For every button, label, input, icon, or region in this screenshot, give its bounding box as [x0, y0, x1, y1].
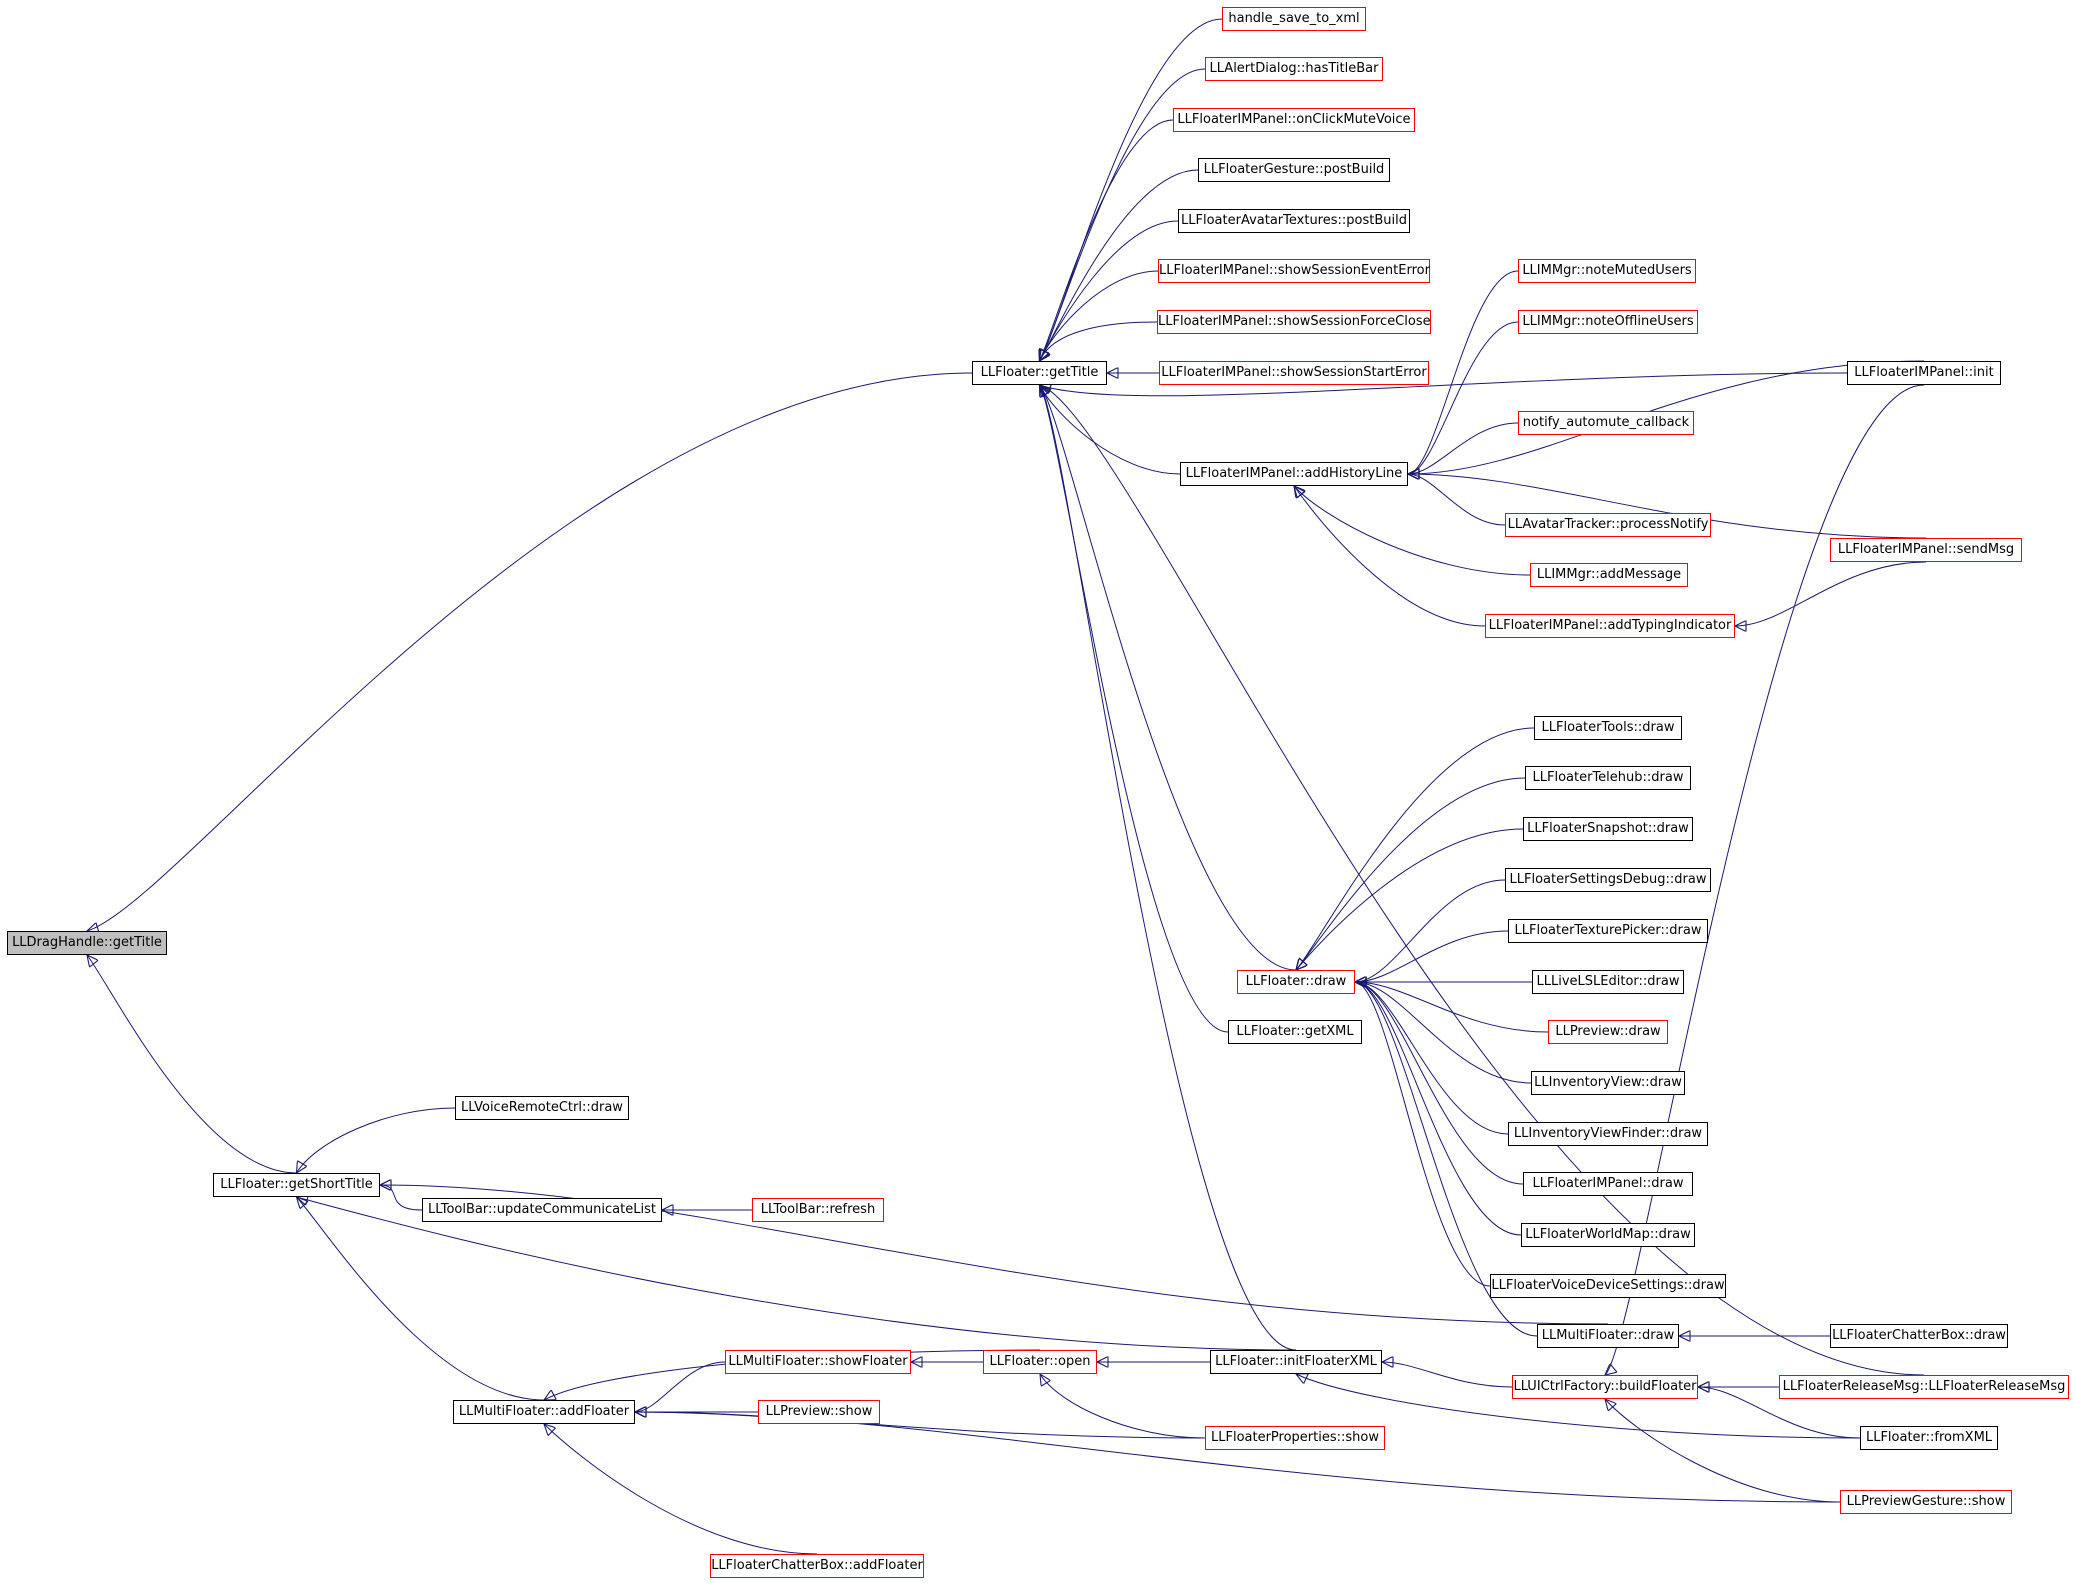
edge-releaseMsgCtor-to-getTitle: [1040, 385, 1925, 1376]
node-init-floater-x-m-l[interactable]: LLFloater::initFloaterXML: [1210, 1350, 1382, 1374]
edge-worldMapDraw-to-floaterDraw: [1355, 982, 1522, 1236]
edge-notifyAutomute-to-imAddHistoryLine: [1408, 422, 1519, 474]
edge-imMgrAddMessage-to-imAddHistoryLine: [1294, 486, 1531, 576]
node-build-floater[interactable]: LLUICtrlFactory::buildFloater: [1512, 1375, 1698, 1399]
edge-imShowSessionForceClose-to-getTitle: [1040, 321, 1158, 361]
node-handle-save-to-xml[interactable]: handle_save_to_xml: [1222, 7, 1366, 31]
edge-previewGestureShow-to-buildFloater: [1605, 1399, 1841, 1503]
edge-inventoryViewDraw-to-floaterDraw: [1355, 982, 1532, 1084]
node-floater-draw[interactable]: LLFloater::draw: [1237, 970, 1355, 994]
node-root[interactable]: LLDragHandle::getTitle: [7, 931, 167, 955]
node-tool-bar-refresh[interactable]: LLToolBar::refresh: [752, 1198, 884, 1222]
node-settings-debug-draw[interactable]: LLFloaterSettingsDebug::draw: [1505, 868, 1711, 892]
edge-chatterBoxAddFloater-to-multiAddFloater: [544, 1424, 818, 1555]
node-texture-picker-draw[interactable]: LLFloaterTexturePicker::draw: [1508, 919, 1708, 943]
node-im-mgr-add-message[interactable]: LLIMMgr::addMessage: [1530, 563, 1688, 587]
edge-buildFloater-to-initFloaterXML: [1382, 1362, 1513, 1388]
edge-imSendMsg-to-imAddTypingIndicator: [1735, 561, 1927, 626]
edge-imInit-to-getTitle: [1040, 372, 1848, 397]
edge-inventoryFinderDraw-to-floaterDraw: [1355, 982, 1509, 1135]
node-avatar-textures-post-build[interactable]: LLFloaterAvatarTextures::postBuild: [1178, 209, 1410, 233]
node-multi-show-floater[interactable]: LLMultiFloater::showFloater: [725, 1350, 911, 1374]
edge-snapshotDraw-to-floaterDraw: [1296, 828, 1524, 970]
node-live-l-s-l-draw[interactable]: LLLiveLSLEditor::draw: [1532, 970, 1684, 994]
edge-voiceRemoteDraw-to-getShortTitle: [297, 1107, 456, 1173]
edge-multiFloaterDraw-to-floaterDraw: [1355, 982, 1538, 1337]
edge-toolBarUpdate-to-getShortTitle: [380, 1185, 423, 1211]
node-get-short-title[interactable]: LLFloater::getShortTitle: [213, 1173, 380, 1197]
node-preview-draw[interactable]: LLPreview::draw: [1548, 1020, 1668, 1044]
node-chatter-box-draw[interactable]: LLFloaterChatterBox::draw: [1830, 1324, 2008, 1348]
edge-telehubDraw-to-floaterDraw: [1296, 777, 1526, 970]
edge-propertiesShow-to-floaterOpen: [1040, 1374, 1206, 1439]
node-im-show-session-force-close[interactable]: LLFloaterIMPanel::showSessionForceClose: [1157, 310, 1431, 334]
node-im-on-click-mute-voice[interactable]: LLFloaterIMPanel::onClickMuteVoice: [1173, 108, 1415, 132]
node-preview-gesture-show[interactable]: LLPreviewGesture::show: [1840, 1490, 2012, 1514]
edge-imPanelDraw-to-floaterDraw: [1355, 982, 1524, 1185]
edge-multiAddFloater-to-getShortTitle: [297, 1197, 545, 1401]
edge-floaterDraw-to-getTitle: [1040, 385, 1297, 971]
node-world-map-draw[interactable]: LLFloaterWorldMap::draw: [1521, 1223, 1695, 1247]
edge-imSendMsg-to-imAddHistoryLine: [1408, 474, 1927, 539]
edge-imOnClickMuteVoice-to-getTitle: [1040, 119, 1174, 361]
edge-texturePickerDraw-to-floaterDraw: [1355, 930, 1509, 982]
node-im-send-msg[interactable]: LLFloaterIMPanel::sendMsg: [1830, 538, 2022, 562]
edge-multiFloaterDraw-to-getShortTitle: [380, 1185, 1609, 1325]
edge-noteOfflineUsers-to-imAddHistoryLine: [1408, 321, 1519, 474]
edge-settingsDebugDraw-to-floaterDraw: [1355, 879, 1506, 982]
edge-imAddTypingIndicator-to-imAddHistoryLine: [1294, 486, 1486, 627]
node-notify-automute[interactable]: notify_automute_callback: [1518, 411, 1694, 435]
edge-getXML-to-getTitle: [1040, 385, 1229, 1033]
node-from-x-m-l[interactable]: LLFloater::fromXML: [1860, 1426, 1998, 1450]
node-snapshot-draw[interactable]: LLFloaterSnapshot::draw: [1523, 817, 1693, 841]
node-multi-floater-draw[interactable]: LLMultiFloater::draw: [1537, 1324, 1679, 1348]
node-note-offline-users[interactable]: LLIMMgr::noteOfflineUsers: [1518, 310, 1698, 334]
edge-initFloaterXML-to-getShortTitle: [297, 1197, 1297, 1351]
node-avatar-process-notify[interactable]: LLAvatarTracker::processNotify: [1505, 513, 1711, 537]
node-im-init[interactable]: LLFloaterIMPanel::init: [1847, 361, 2001, 385]
node-im-show-session-event-error[interactable]: LLFloaterIMPanel::showSessionEventError: [1158, 259, 1430, 283]
node-get-x-m-l[interactable]: LLFloater::getXML: [1228, 1020, 1362, 1044]
node-alert-has-title-bar[interactable]: LLAlertDialog::hasTitleBar: [1205, 57, 1383, 81]
node-preview-show[interactable]: LLPreview::show: [758, 1400, 880, 1424]
node-im-add-history-line[interactable]: LLFloaterIMPanel::addHistoryLine: [1180, 462, 1408, 486]
edge-imInit-to-buildFloater: [1605, 384, 1925, 1375]
node-voice-device-draw[interactable]: LLFloaterVoiceDeviceSettings::draw: [1490, 1274, 1726, 1298]
edge-fromXML-to-buildFloater: [1698, 1387, 1861, 1439]
node-im-show-session-start-error[interactable]: LLFloaterIMPanel::showSessionStartError: [1159, 361, 1429, 385]
edge-toolsDraw-to-floaterDraw: [1296, 727, 1535, 970]
edge-noteMutedUsers-to-imAddHistoryLine: [1408, 270, 1519, 474]
node-note-muted-users[interactable]: LLIMMgr::noteMutedUsers: [1518, 259, 1696, 283]
edge-getShortTitle-to-root: [87, 955, 297, 1174]
node-inventory-view-draw[interactable]: LLInventoryView::draw: [1531, 1071, 1685, 1095]
node-floater-open[interactable]: LLFloater::open: [983, 1350, 1097, 1374]
node-im-add-typing-indicator[interactable]: LLFloaterIMPanel::addTypingIndicator: [1485, 614, 1735, 638]
edge-previewDraw-to-floaterDraw: [1355, 982, 1549, 1033]
node-im-panel-draw[interactable]: LLFloaterIMPanel::draw: [1523, 1172, 1693, 1196]
edge-getTitle-to-root: [87, 372, 973, 931]
edge-voiceDeviceDraw-to-floaterDraw: [1355, 982, 1491, 1287]
edge-propertiesShow-to-multiAddFloater: [635, 1412, 1206, 1439]
node-chatter-box-add-floater[interactable]: LLFloaterChatterBox::addFloater: [710, 1554, 924, 1578]
edge-imAddHistoryLine-to-getTitle: [1040, 385, 1181, 475]
edge-initFloaterXML-to-getTitle: [1040, 385, 1297, 1351]
edge-fromXML-to-initFloaterXML: [1296, 1374, 1861, 1439]
node-multi-add-floater[interactable]: LLMultiFloater::addFloater: [453, 1400, 635, 1424]
edge-avatarProcessNotify-to-imAddHistoryLine: [1408, 474, 1506, 526]
node-properties-show[interactable]: LLFloaterProperties::show: [1205, 1426, 1385, 1450]
node-tools-draw[interactable]: LLFloaterTools::draw: [1534, 716, 1682, 740]
node-gesture-post-build[interactable]: LLFloaterGesture::postBuild: [1198, 158, 1390, 182]
node-get-title[interactable]: LLFloater::getTitle: [972, 361, 1107, 385]
node-tool-bar-update[interactable]: LLToolBar::updateCommunicateList: [422, 1198, 662, 1222]
node-release-msg-ctor[interactable]: LLFloaterReleaseMsg::LLFloaterReleaseMsg: [1779, 1375, 2069, 1399]
node-voice-remote-draw[interactable]: LLVoiceRemoteCtrl::draw: [455, 1096, 629, 1120]
node-telehub-draw[interactable]: LLFloaterTelehub::draw: [1525, 766, 1691, 790]
node-inventory-finder-draw[interactable]: LLInventoryViewFinder::draw: [1508, 1122, 1708, 1146]
